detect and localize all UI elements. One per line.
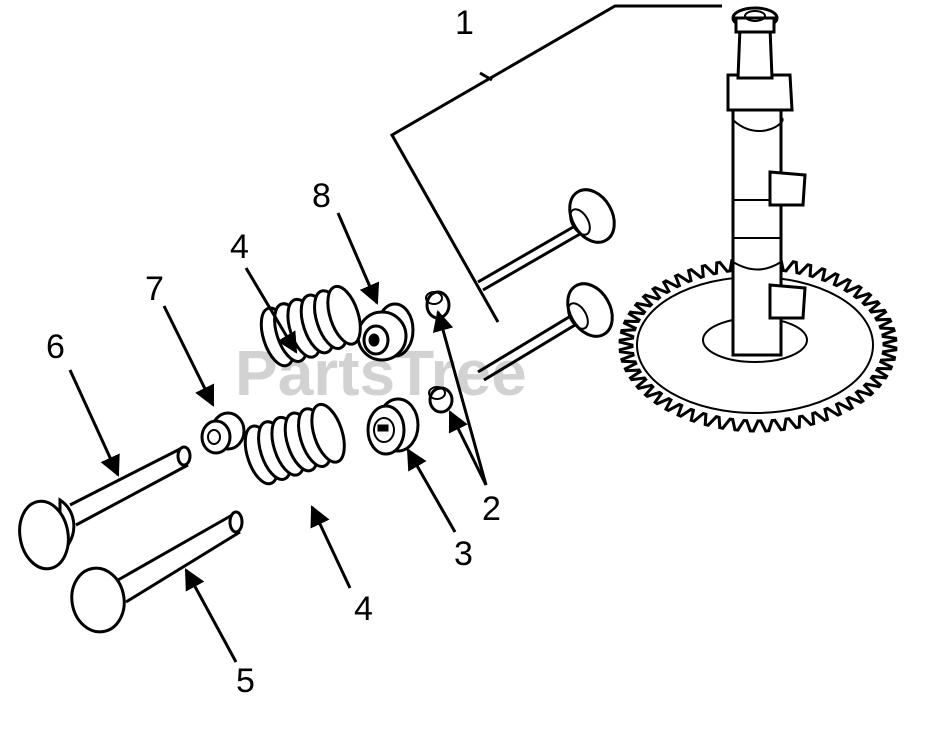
callout-5: 5: [236, 662, 255, 700]
leader-7: [162, 305, 215, 407]
leader-4-upper: [244, 267, 298, 354]
callout-3: 3: [454, 535, 473, 573]
callout-4-upper: 4: [230, 228, 249, 266]
leader-8: [336, 212, 380, 305]
valve-lower: [70, 510, 244, 634]
tappet-lower: [477, 282, 614, 382]
callout-7: 7: [145, 270, 164, 308]
tappet-upper: [477, 188, 616, 292]
valve-retainer-small: [200, 411, 246, 455]
callout-6: 6: [46, 328, 65, 366]
spring-coil: [310, 402, 346, 464]
leader-4-lower: [310, 505, 352, 589]
callout-leaders: [68, 212, 488, 663]
lifter-cap-lower: [428, 386, 454, 414]
camshaft-leader: [389, 4, 722, 323]
callout-8: 8: [312, 177, 331, 215]
valve-upper: [18, 445, 192, 571]
leader-2-a: [432, 309, 488, 486]
valve-retainer-lower: [366, 397, 420, 456]
valve-spring-lower: [243, 402, 346, 486]
leader-2-b: [448, 410, 488, 486]
camshaft-shaft: [726, 6, 807, 357]
spring-coil: [326, 284, 362, 346]
leader-6: [68, 369, 120, 477]
leader-5: [184, 568, 238, 663]
callout-4-lower: 4: [354, 590, 373, 628]
leader-3: [406, 448, 457, 533]
valve-retainer-upper: [356, 302, 415, 362]
callout-1: 1: [455, 4, 474, 42]
callout-2: 2: [482, 490, 501, 528]
